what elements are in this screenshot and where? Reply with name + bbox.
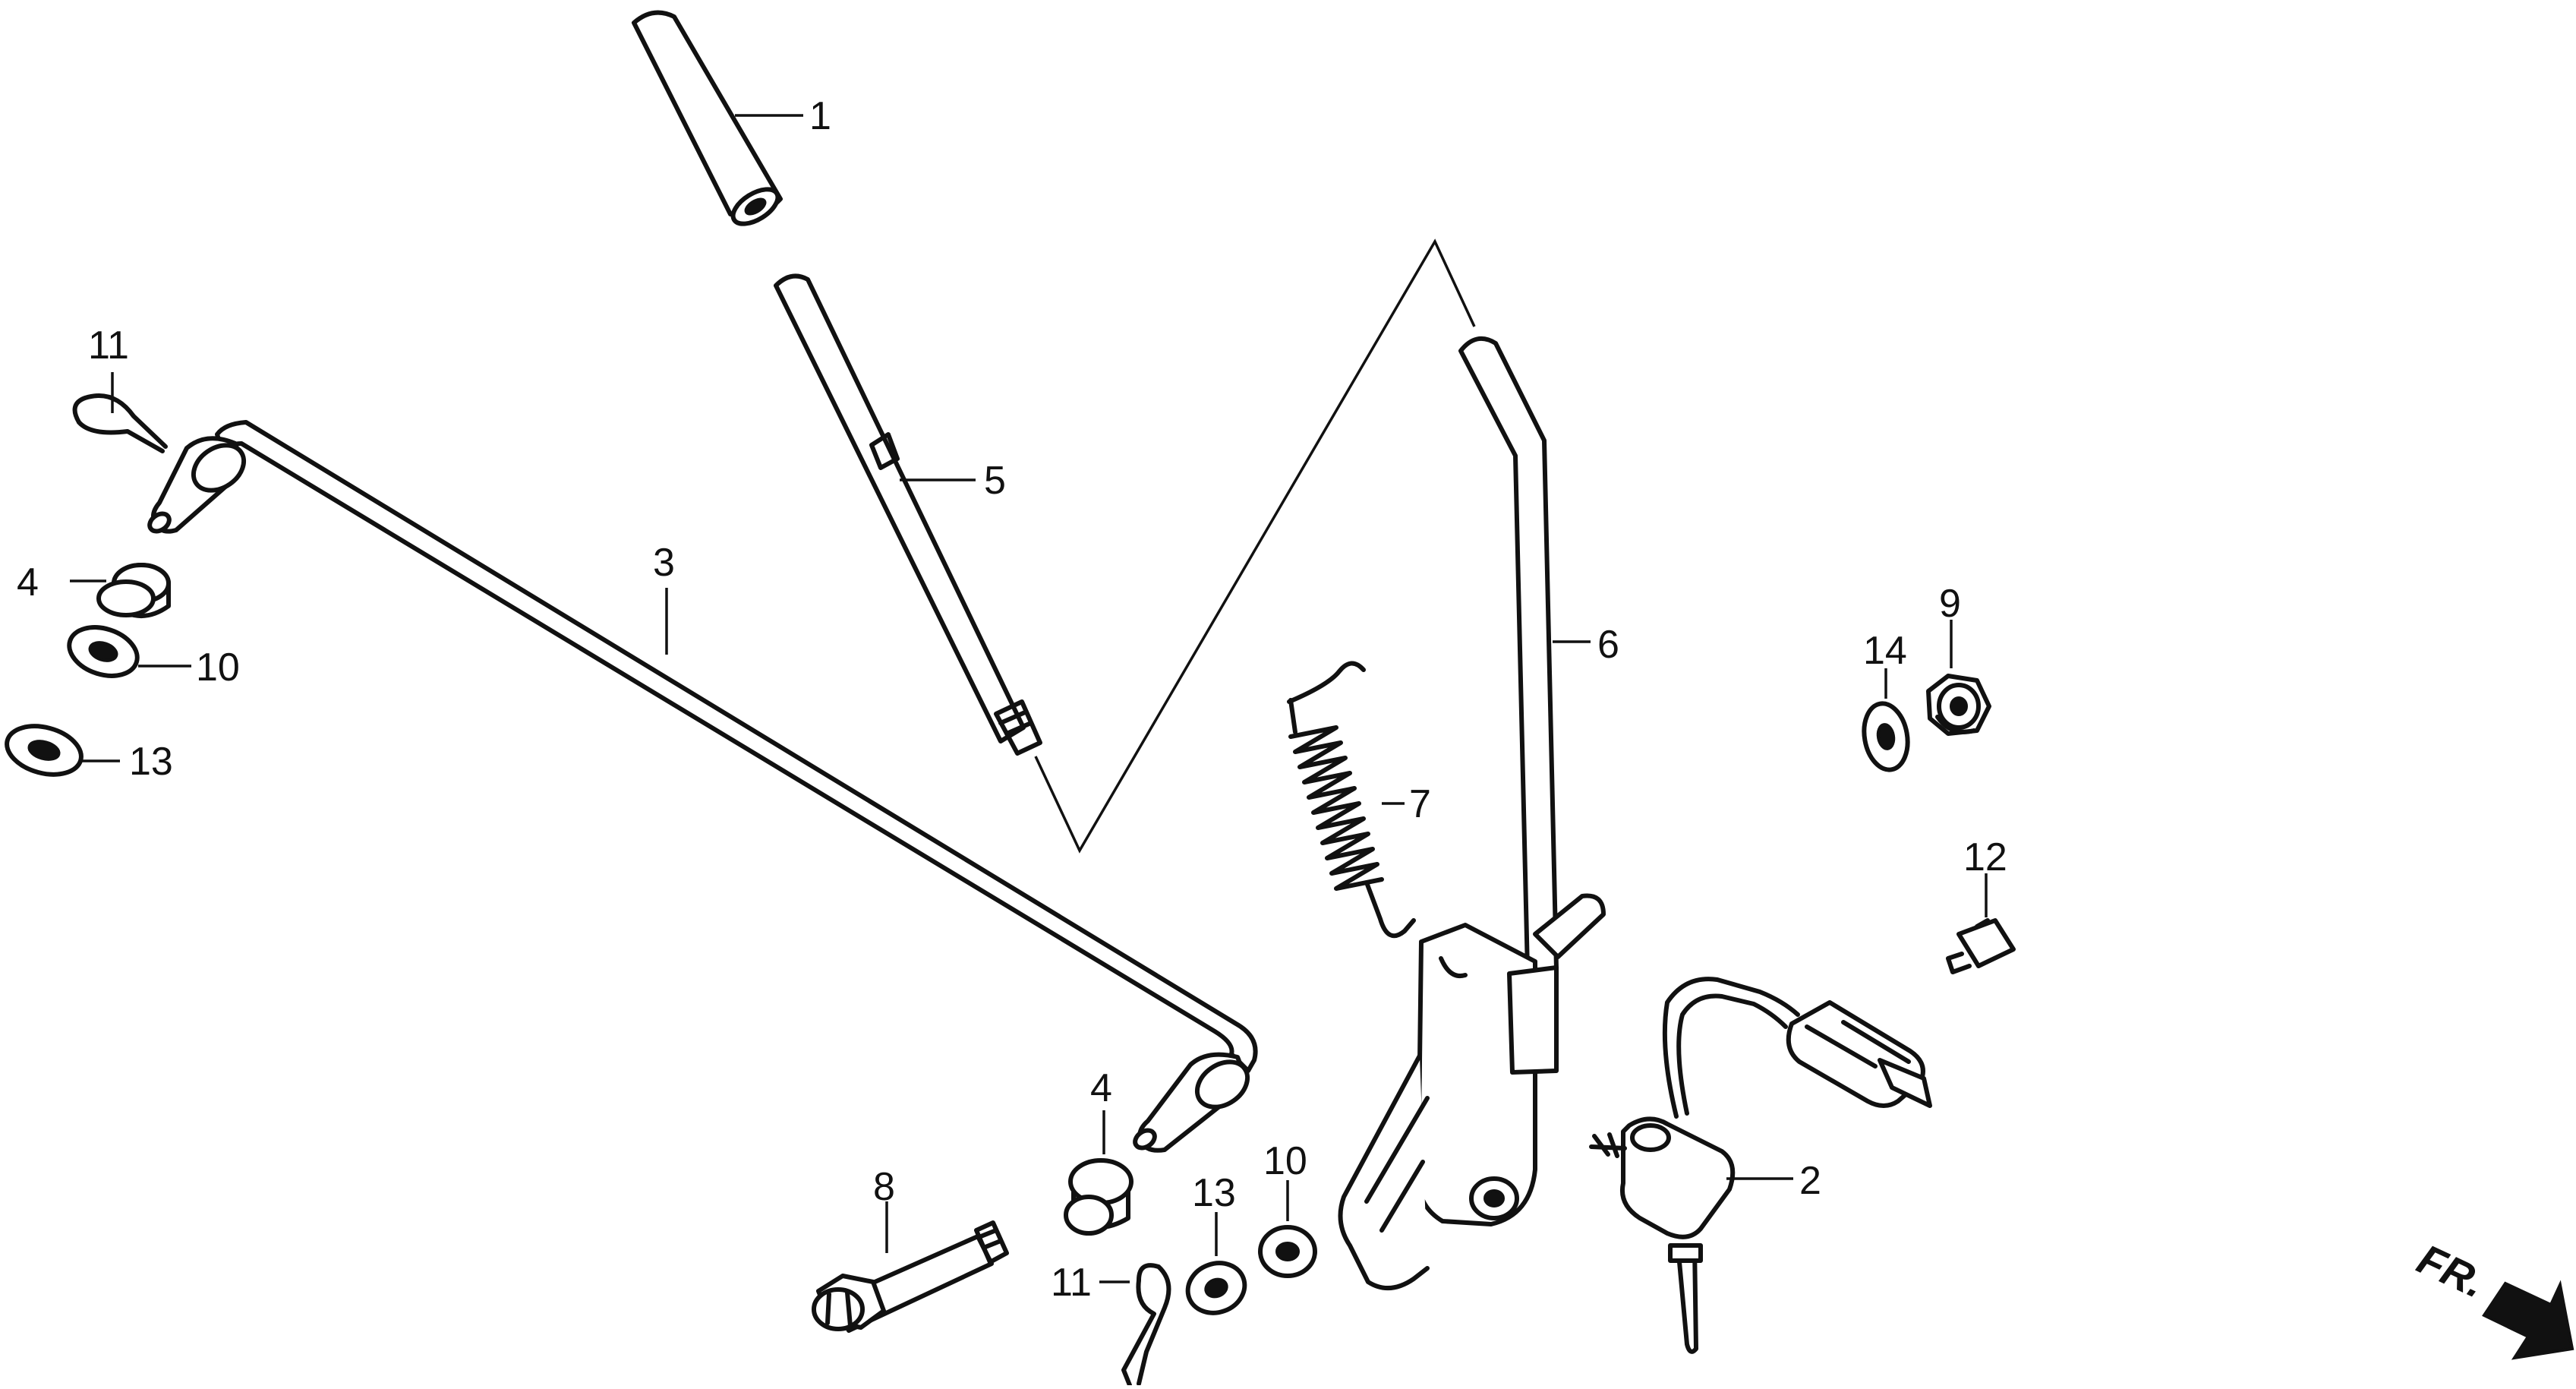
callout-2: 2 <box>1799 1159 1821 1203</box>
callout-3: 3 <box>653 541 675 585</box>
part-4-collar-upper[interactable] <box>96 563 171 618</box>
part-9-nut[interactable] <box>1926 674 1991 736</box>
front-direction-indicator: FR. <box>2410 1235 2574 1360</box>
part-3-link-rod[interactable] <box>147 420 1258 1153</box>
callout-8: 8 <box>873 1165 895 1209</box>
callout-4-lower: 4 <box>1090 1066 1112 1110</box>
front-arrow-icon <box>2482 1280 2574 1360</box>
callout-9: 9 <box>1939 582 1961 626</box>
part-8-bolt[interactable] <box>812 1220 1009 1333</box>
callout-4-upper: 4 <box>17 560 39 605</box>
part-12-screw[interactable] <box>1946 918 2016 974</box>
part-10-washer-lower[interactable] <box>1258 1225 1317 1278</box>
part-10-washer-upper[interactable] <box>63 619 143 683</box>
callout-11-upper: 11 <box>88 324 129 368</box>
part-13-washer-upper[interactable] <box>2 718 87 782</box>
part-11-clip-lower[interactable] <box>1121 1263 1171 1387</box>
callout-13-lower: 13 <box>1192 1171 1236 1215</box>
callout-6: 6 <box>1597 623 1619 667</box>
part-13-washer-lower[interactable] <box>1181 1255 1251 1321</box>
part-1-grip[interactable] <box>632 10 784 231</box>
part-14-washer[interactable] <box>1859 700 1912 773</box>
callout-10-upper: 10 <box>196 646 240 690</box>
break-line <box>1034 238 1476 854</box>
part-7-spring[interactable] <box>1287 661 1416 939</box>
callout-12: 12 <box>1963 835 2007 879</box>
callout-10-lower: 10 <box>1263 1139 1307 1183</box>
part-4-collar-lower[interactable] <box>1064 1158 1134 1236</box>
part-5-rod[interactable] <box>774 273 1042 756</box>
lever-bracket[interactable] <box>1338 893 1606 1291</box>
callout-5: 5 <box>984 459 1006 503</box>
front-label: FR. <box>2410 1235 2492 1307</box>
callout-11-lower: 11 <box>1051 1261 1092 1305</box>
callout-1: 1 <box>809 94 831 138</box>
part-2-switch[interactable] <box>1589 977 1932 1354</box>
callout-14: 14 <box>1863 629 1907 673</box>
callout-13-upper: 13 <box>129 740 173 784</box>
part-11-clip-upper[interactable] <box>72 393 168 453</box>
part-6-lever[interactable] <box>1458 336 1559 973</box>
callout-7: 7 <box>1409 782 1431 826</box>
